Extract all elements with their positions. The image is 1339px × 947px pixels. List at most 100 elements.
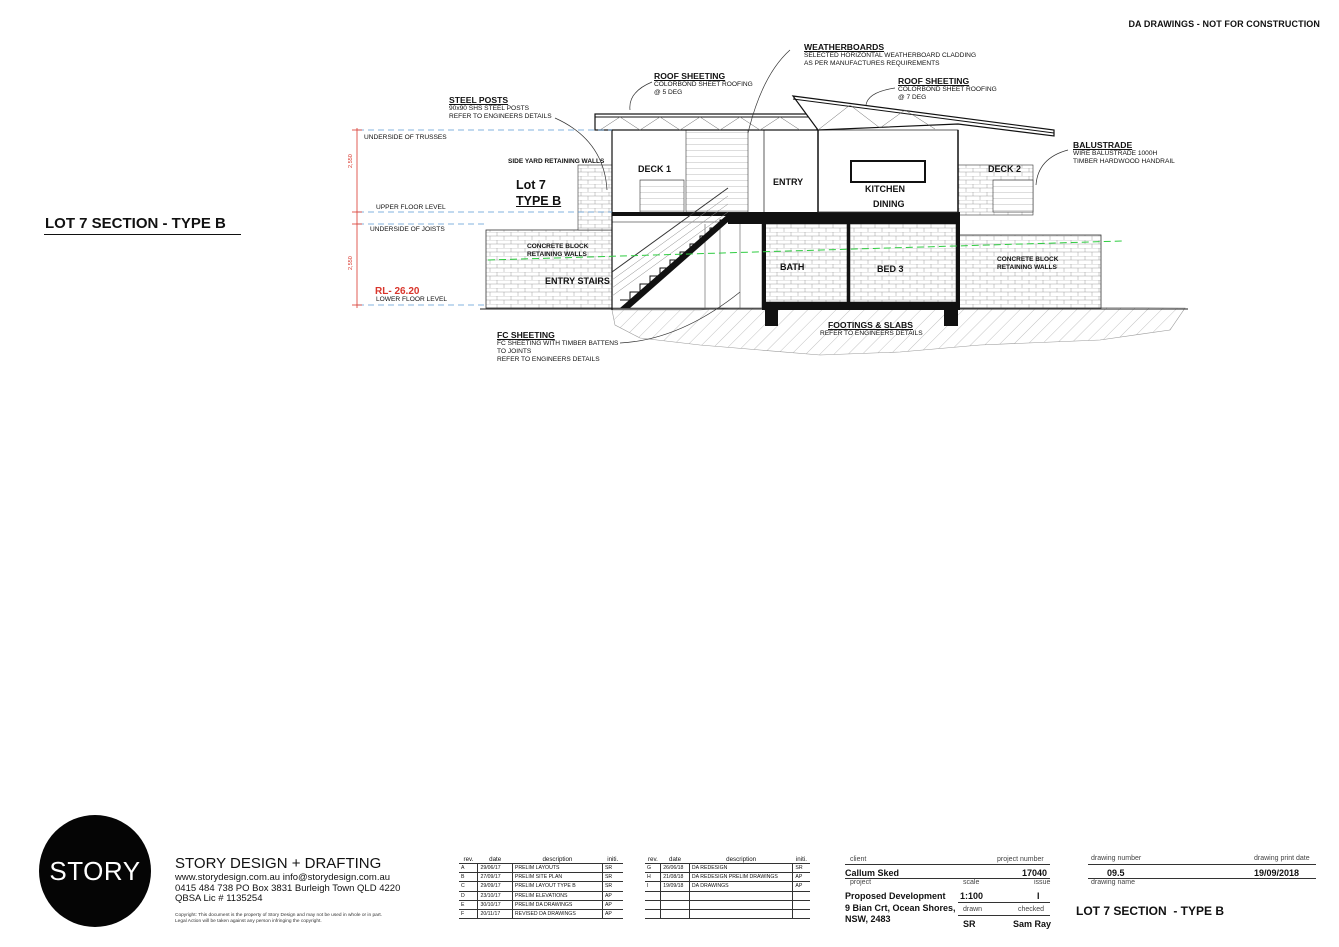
callout-steel-posts: STEEL POSTS 90x90 SHS STEEL POSTS REFER … — [449, 95, 552, 121]
print-date-label: drawing print date — [1254, 855, 1310, 862]
date-header: date — [660, 855, 690, 864]
section-drawing — [352, 49, 1188, 356]
entry-stairs-label: ENTRY STAIRS — [545, 276, 610, 286]
lot-label: Lot 7 TYPE B — [516, 177, 561, 209]
callout-steel-posts-title: STEEL POSTS — [449, 95, 509, 105]
underside-joists-label: UNDERSIDE OF JOISTS — [370, 226, 445, 233]
concrete-right-label: CONCRETE BLOCK RETAINING WALLS — [997, 256, 1058, 271]
underside-trusses-label: UNDERSIDE OF TRUSSES — [364, 134, 447, 141]
company-license: QBSA Lic # 1135254 — [175, 893, 263, 904]
company-web-email: www.storydesign.com.au info@storydesign.… — [175, 872, 391, 883]
entry-wall — [685, 129, 749, 213]
drawing-status-notice: DA DRAWINGS - NOT FOR CONSTRUCTION — [1128, 19, 1320, 29]
table-row — [645, 891, 810, 901]
callout-fc-sheeting-line1: FC SHEETING WITH TIMBER BATTENS — [497, 340, 619, 347]
deck2-balustrade — [992, 179, 1034, 213]
bed3-wall — [849, 223, 957, 303]
bath-label: BATH — [780, 262, 805, 272]
checked-value: Sam Ray — [1013, 919, 1052, 929]
entry-label: ENTRY — [773, 177, 804, 187]
kitchen-window — [850, 160, 926, 183]
project-number-value: 17040 — [1022, 868, 1048, 878]
callout-roof-right-line2: @ 7 DEG — [898, 94, 927, 101]
callout-steel-posts-line1: 90x90 SHS STEEL POSTS — [449, 105, 530, 112]
drawing-number-label: drawing number — [1091, 855, 1142, 862]
print-date-value: 19/09/2018 — [1254, 868, 1300, 878]
date-header: date — [477, 855, 513, 864]
table-row — [645, 900, 810, 910]
bed3-label: BED 3 — [877, 264, 904, 274]
callout-footings-line1: REFER TO ENGINEERS DETAILS — [820, 330, 923, 337]
client-value: Callum Sked — [845, 868, 900, 878]
side-yard-label: SIDE YARD RETAINING WALLS — [508, 158, 605, 165]
upper-floor-slab — [728, 212, 960, 224]
callout-roof-right-line1: COLORBOND SHEET ROOFING — [898, 86, 997, 93]
concrete-left-line1: CONCRETE BLOCK — [527, 243, 589, 250]
section-title: LOT 7 SECTION - TYPE B — [45, 215, 226, 232]
project-number-label: project number — [997, 856, 1044, 863]
client-label: client — [850, 856, 867, 863]
callout-roof-right: ROOF SHEETING COLORBOND SHEET ROOFING @ … — [898, 76, 997, 102]
drawing-name-label: drawing name — [1091, 879, 1135, 886]
lot-label-line2: TYPE B — [516, 194, 562, 208]
story-logo: STORY — [39, 815, 151, 927]
callout-fc-sheeting-line3: REFER TO ENGINEERS DETAILS — [497, 356, 600, 363]
concrete-left-label: CONCRETE BLOCK RETAINING WALLS — [527, 243, 588, 258]
lower-floor-level-label: LOWER FLOOR LEVEL — [376, 296, 448, 303]
callout-roof-left: ROOF SHEETING COLORBOND SHEET ROOFING @ … — [654, 71, 753, 97]
callout-footings: FOOTINGS & SLABS REFER TO ENGINEERS DETA… — [820, 320, 923, 338]
company-name: STORY DESIGN + DRAFTING — [175, 855, 382, 872]
callout-steel-posts-line2: REFER TO ENGINEERS DETAILS — [449, 113, 552, 120]
concrete-right-line2: RETAINING WALLS — [997, 263, 1057, 271]
upper-floor-level-label: UPPER FLOOR LEVEL — [376, 204, 446, 211]
lot-label-line1: Lot 7 — [516, 178, 546, 192]
bath-wall — [764, 223, 848, 303]
drawn-label: drawn — [963, 906, 983, 913]
callout-fc-sheeting-title: FC SHEETING — [497, 330, 555, 340]
dim-upper: 2,550 — [348, 154, 354, 168]
drawn-value: SR — [963, 919, 976, 929]
initials-header: initi. — [602, 855, 623, 864]
drawing-name-value: LOT 7 SECTION - TYPE B — [1076, 904, 1225, 918]
rl-label: RL- 26.20 — [375, 286, 420, 297]
concrete-right-line1: CONCRETE BLOCK — [997, 256, 1059, 263]
copyright-notice: Copyright: This document is the property… — [175, 913, 383, 924]
scale-value: 1:100 — [960, 891, 984, 901]
callout-fc-sheeting-line2: TO JOINTS — [497, 348, 532, 355]
callout-balustrade-line1: WIRE BALUSTRADE 1000H — [1073, 150, 1158, 157]
issue-value: I — [1037, 891, 1040, 901]
dining-label: DINING — [873, 199, 905, 209]
left-roof — [594, 113, 818, 131]
callout-weatherboards-line2: AS PER MANUFACTURES REQUIREMENTS — [804, 60, 940, 67]
kitchen-label: KITCHEN — [865, 184, 905, 194]
callout-balustrade-line2: TIMBER HARDWOOD HANDRAIL — [1073, 158, 1175, 165]
side-yard-wall — [577, 164, 613, 231]
project-line3: NSW, 2483 — [845, 914, 891, 924]
dim-lower: 2,550 — [348, 256, 354, 270]
fc-sheeting-wall — [611, 221, 763, 309]
description-header: description — [512, 855, 603, 864]
callout-balustrade-title: BALUSTRADE — [1073, 140, 1133, 150]
project-line2: 9 Bian Crt, Ocean Shores, — [845, 903, 956, 913]
callout-roof-left-line1: COLORBOND SHEET ROOFING — [654, 81, 753, 88]
right-retaining-wall — [957, 234, 1102, 309]
issue-label: issue — [1034, 879, 1051, 886]
checked-label: checked — [1018, 906, 1045, 913]
left-retaining-wall — [485, 229, 613, 309]
project-line1: Proposed Development — [845, 891, 946, 901]
callout-footings-title: FOOTINGS & SLABS — [828, 320, 913, 330]
section-title-underline — [44, 234, 241, 235]
callout-weatherboards-title: WEATHERBOARDS — [804, 42, 885, 52]
description-header: description — [689, 855, 793, 864]
rev-header: rev. — [645, 855, 661, 864]
